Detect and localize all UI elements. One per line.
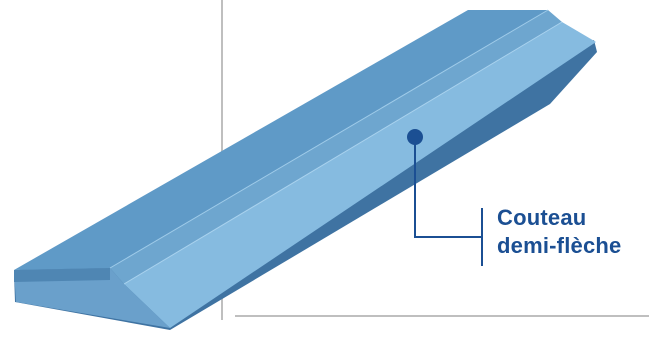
ridge-highlight-line [109, 9, 549, 269]
blade-left-bevel [14, 10, 548, 270]
blade-ridge [110, 10, 562, 284]
callout-label: Couteau demi-flèche [497, 204, 621, 260]
blade-end-cap-top [14, 268, 110, 282]
callout-leader-line [414, 137, 482, 238]
bevel-highlight-line [123, 21, 563, 285]
blade-right-bevel [124, 22, 596, 328]
callout-label-line1: Couteau [497, 205, 587, 230]
callout-label-line2: demi-flèche [497, 233, 622, 258]
blade-end-cap [14, 268, 170, 328]
